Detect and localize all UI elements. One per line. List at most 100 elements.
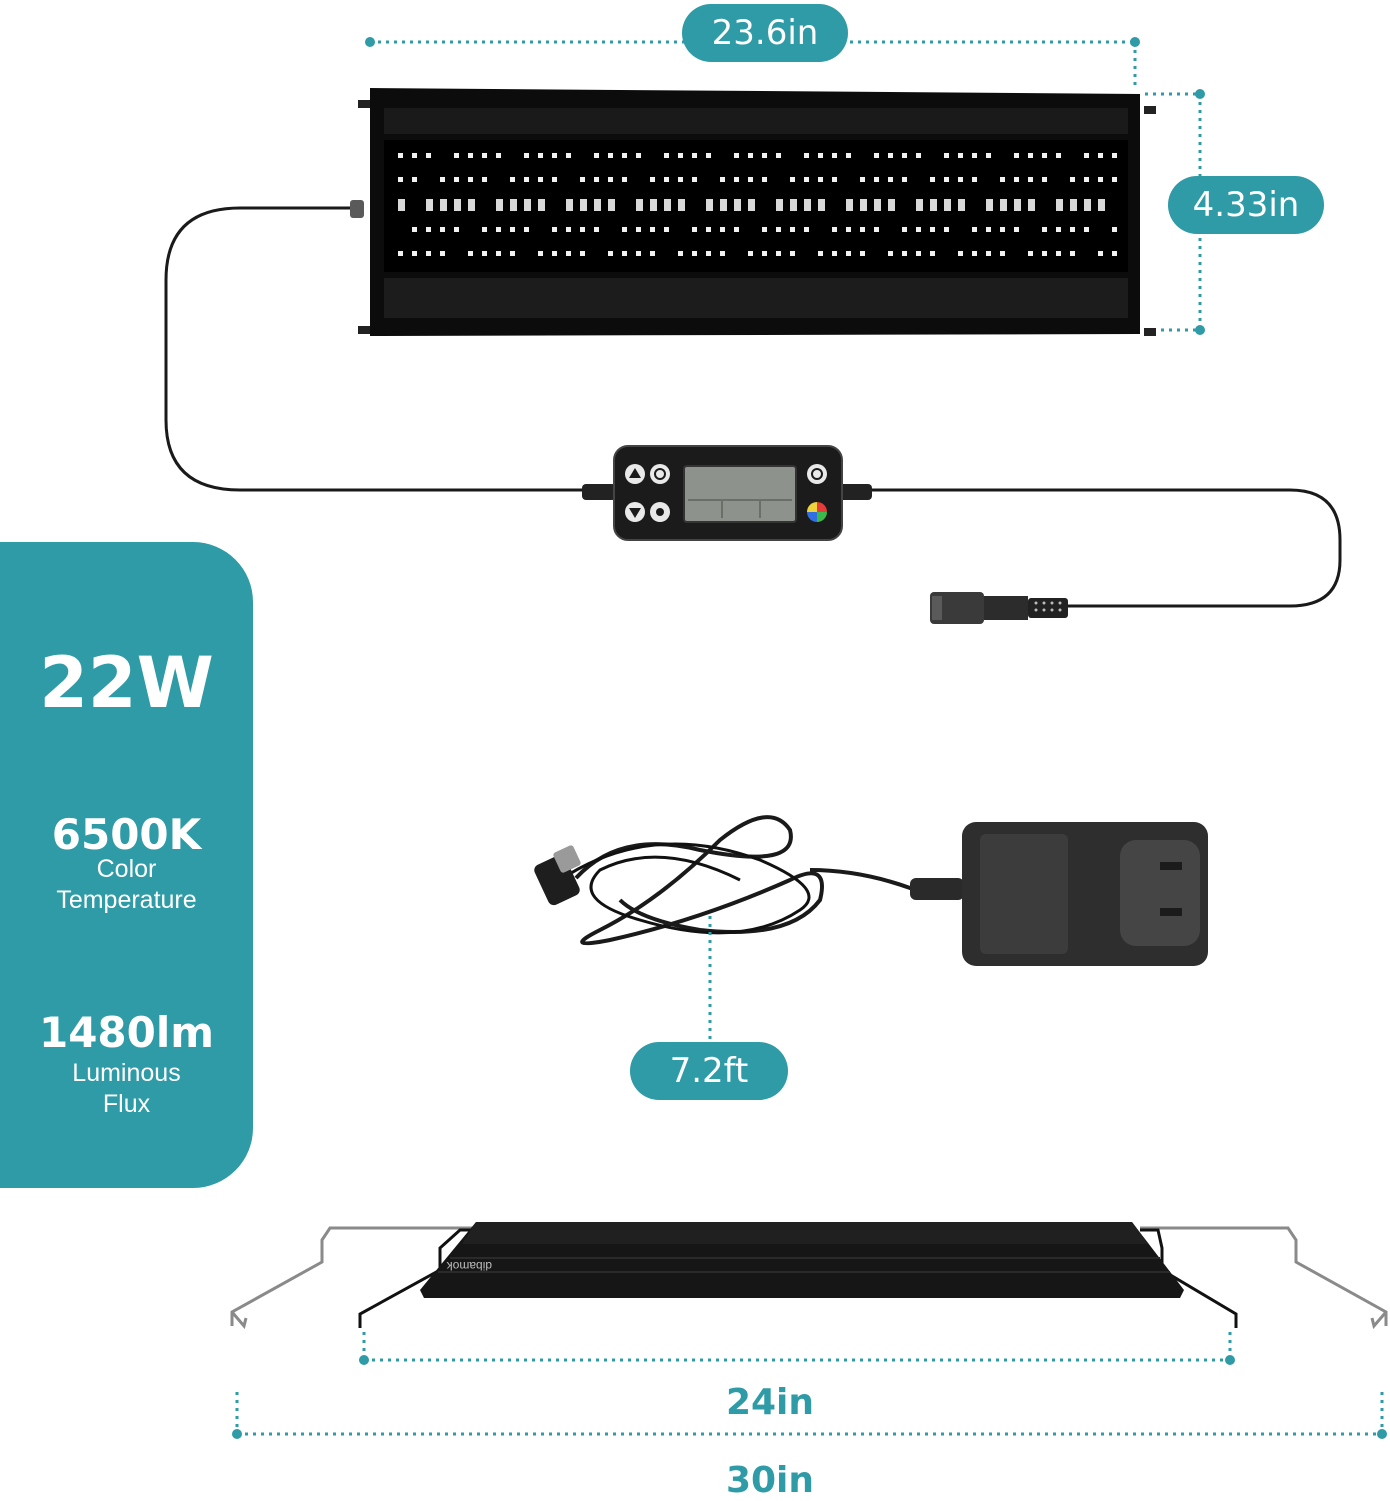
led-chip	[958, 153, 963, 158]
led-chip	[958, 177, 963, 182]
led-chip	[874, 153, 879, 158]
led-chip	[804, 153, 809, 158]
led-chip	[1014, 199, 1021, 211]
width-label: 23.6in	[682, 4, 848, 62]
led-chip	[1028, 199, 1035, 211]
led-chip	[1070, 227, 1075, 232]
led-chip	[930, 177, 935, 182]
led-chip	[720, 199, 727, 211]
led-chip	[874, 227, 879, 232]
led-chip	[524, 199, 531, 211]
led-chip	[944, 177, 949, 182]
led-chip	[860, 251, 865, 256]
led-chip	[748, 177, 753, 182]
led-chip	[678, 199, 685, 211]
led-chip	[762, 227, 767, 232]
led-chip	[846, 199, 853, 211]
led-chip	[762, 251, 767, 256]
led-chip	[1056, 251, 1061, 256]
led-chip	[1070, 199, 1077, 211]
led-chip	[1042, 251, 1047, 256]
led-chip	[454, 153, 459, 158]
max-length-dimension-line	[232, 1392, 1387, 1439]
led-chip	[860, 199, 867, 211]
max-length-label: 30in	[725, 1460, 815, 1501]
led-chip	[1028, 177, 1033, 182]
led-chip	[482, 227, 487, 232]
led-chip	[930, 227, 935, 232]
led-chip	[916, 153, 921, 158]
led-chip	[468, 199, 475, 211]
led-chip	[1070, 177, 1075, 182]
led-chip	[1056, 199, 1063, 211]
led-chip	[1056, 227, 1061, 232]
led-chip	[440, 251, 445, 256]
led-chip	[1112, 227, 1117, 232]
led-chip	[608, 199, 615, 211]
led-chip	[986, 251, 991, 256]
led-chip	[454, 177, 459, 182]
led-chip	[398, 251, 403, 256]
led-chip	[832, 227, 837, 232]
led-chip	[608, 153, 613, 158]
led-chip	[1084, 153, 1089, 158]
led-chip	[1000, 177, 1005, 182]
led-chip	[860, 227, 865, 232]
height-value: 4.33in	[1192, 185, 1300, 225]
led-chip	[538, 153, 543, 158]
led-chip	[888, 153, 893, 158]
led-chip	[720, 227, 725, 232]
led-chip	[636, 199, 643, 211]
led-chip	[594, 199, 601, 211]
led-chip	[734, 153, 739, 158]
led-chip	[804, 199, 811, 211]
led-chip	[776, 227, 781, 232]
led-chip	[524, 227, 529, 232]
led-chip	[706, 153, 711, 158]
led-chip	[860, 177, 865, 182]
flux-label-1: Luminous	[72, 1059, 181, 1087]
led-chip	[706, 227, 711, 232]
led-chip	[916, 251, 921, 256]
led-chip	[1084, 199, 1091, 211]
color-wheel-icon	[807, 502, 827, 522]
led-chip	[538, 177, 543, 182]
led-chip	[776, 153, 781, 158]
power-adapter	[534, 815, 1208, 966]
color-temp-label-1: Color	[96, 855, 157, 883]
led-chip	[510, 199, 517, 211]
led-chip	[650, 199, 657, 211]
width-value: 23.6in	[711, 13, 819, 53]
led-chip	[636, 153, 641, 158]
led-chip	[888, 177, 893, 182]
led-chip	[398, 153, 403, 158]
led-chip	[440, 177, 445, 182]
led-chip	[608, 177, 613, 182]
led-chip	[986, 227, 991, 232]
led-chip	[958, 199, 965, 211]
led-chip	[1000, 251, 1005, 256]
led-chip	[412, 153, 417, 158]
led-chip	[748, 199, 755, 211]
led-chip	[580, 227, 585, 232]
color-temp-label-2: Temperature	[56, 886, 197, 914]
led-chip	[622, 251, 627, 256]
led-chip	[776, 199, 783, 211]
light-fixture-front	[358, 88, 1156, 336]
led-chip	[1056, 153, 1061, 158]
led-chip	[1098, 251, 1103, 256]
led-chip	[734, 177, 739, 182]
width-dimension-line	[365, 37, 1140, 90]
led-chip	[524, 177, 529, 182]
spec-panel: 22W 6500K Color Temperature 1480lm Lumin…	[0, 542, 253, 1188]
led-chip	[902, 251, 907, 256]
led-chip	[972, 177, 977, 182]
power-cable	[164, 206, 1342, 608]
led-chip	[692, 251, 697, 256]
led-chip	[818, 199, 825, 211]
led-chip	[664, 199, 671, 211]
led-chip	[804, 177, 809, 182]
led-chip	[566, 227, 571, 232]
led-chip	[594, 227, 599, 232]
led-chip	[1112, 177, 1117, 182]
